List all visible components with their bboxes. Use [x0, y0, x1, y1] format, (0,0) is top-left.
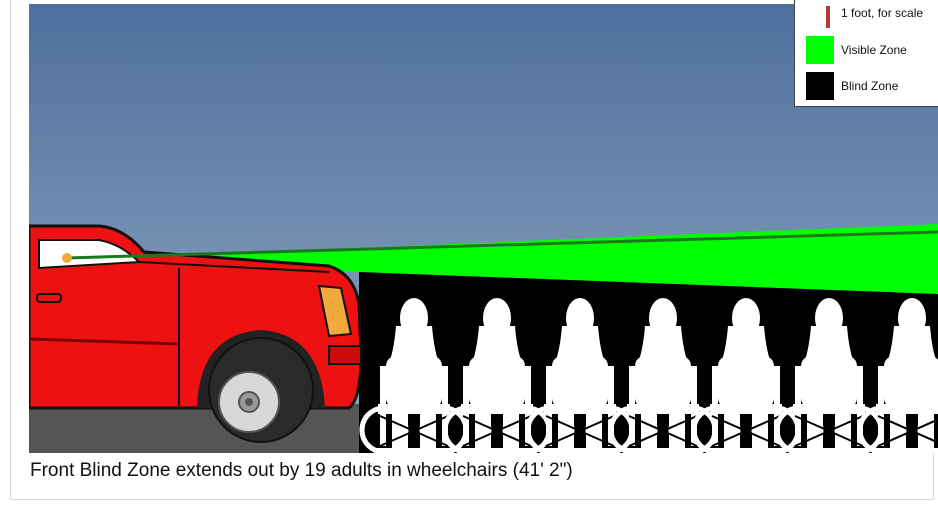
legend-item-blind-zone: Blind Zone: [795, 72, 938, 102]
legend-label: Visible Zone: [841, 43, 907, 57]
driver-eye-point: [62, 253, 72, 263]
blind-zone-swatch-icon: [806, 72, 834, 100]
legend-label: 1 foot, for scale: [841, 6, 923, 20]
legend-label: Blind Zone: [841, 79, 898, 93]
visible-zone-swatch-icon: [806, 36, 834, 64]
legend-item-visible-zone: Visible Zone: [795, 36, 938, 66]
scale-bar-icon: [826, 6, 830, 28]
legend-item-scale: 1 foot, for scale: [795, 0, 938, 30]
legend: 1 foot, for scale Visible Zone Blind Zon…: [794, 0, 938, 107]
door-handle: [37, 294, 61, 302]
caption: Front Blind Zone extends out by 19 adult…: [30, 460, 573, 482]
